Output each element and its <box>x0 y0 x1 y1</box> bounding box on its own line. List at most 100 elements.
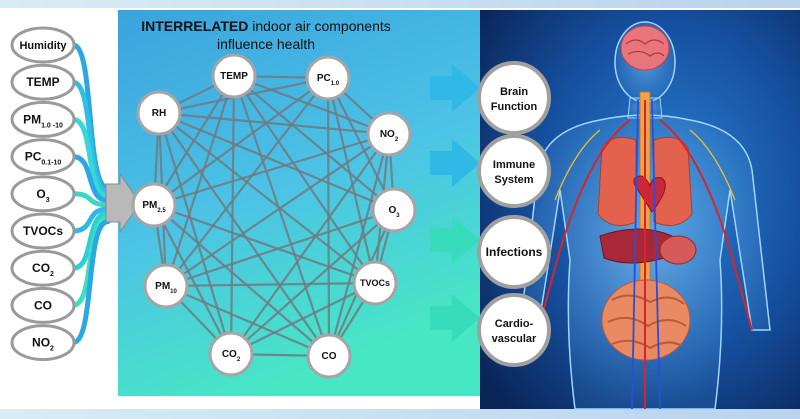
flow-line-co2 <box>70 210 111 271</box>
network-edge <box>327 133 391 357</box>
flow-line-o3 <box>70 191 111 208</box>
network-node-co2: CO2 <box>208 331 254 377</box>
network-node-rh: RH <box>136 90 182 136</box>
network-edge <box>153 77 329 206</box>
network-node-circle <box>305 55 351 101</box>
network-node-pc1-0: PC1.0 <box>305 55 351 101</box>
network-edge <box>153 132 390 207</box>
outcome-arrow <box>430 64 480 112</box>
network-edge <box>233 74 390 136</box>
input-node-no2: NO2 <box>10 324 76 362</box>
flow-line-pc0-1-10 <box>70 154 111 204</box>
network-node-co: CO <box>306 333 352 379</box>
input-node-label: CO2 <box>32 261 54 278</box>
network-node-label: O3 <box>388 205 400 219</box>
network-node-pm10: PM10 <box>143 263 189 309</box>
network-node-label: PC1.0 <box>317 73 340 87</box>
outcome-node-circle <box>477 61 551 135</box>
input-node-label: CO <box>34 298 52 312</box>
network-edge <box>158 112 330 357</box>
input-node-bubble <box>10 249 76 287</box>
outcome-arrows <box>430 64 480 342</box>
network-node-label: TEMP <box>220 71 248 82</box>
input-node-bubble <box>10 324 76 362</box>
network-edge <box>165 284 330 358</box>
network-edge <box>158 111 395 212</box>
input-node-temp: TEMP <box>10 63 76 101</box>
input-node-label: Humidity <box>19 40 67 52</box>
input-node-bubble <box>10 286 76 324</box>
input-node-tvocs: TVOCs <box>10 212 76 250</box>
bottom-strip <box>0 409 800 419</box>
diagram-subtitle: influence health <box>217 36 315 52</box>
network-edges <box>152 74 396 358</box>
top-strip <box>0 0 800 8</box>
input-node-bubble <box>10 100 76 138</box>
outcome-arrow <box>430 139 480 187</box>
network-node-circle <box>366 111 412 157</box>
network-node-label: CO <box>322 351 337 362</box>
outcome-label-line1: Immune <box>493 159 535 171</box>
input-node-label: NO2 <box>32 336 54 353</box>
flow-line-temp <box>70 79 111 195</box>
network-edge <box>165 208 395 288</box>
input-node-label: PM1.0 -10 <box>23 112 63 129</box>
network-edge <box>233 75 395 211</box>
input-node-pc0-1-10: PC0.1-10 <box>10 138 76 176</box>
network-node-circle <box>143 263 189 309</box>
input-node-label: TEMP <box>26 75 59 89</box>
input-node-label: PC0.1-10 <box>25 150 62 167</box>
network-node-circle <box>371 187 417 233</box>
input-node-pm1-0-10: PM1.0 -10 <box>10 100 76 138</box>
network-edge <box>153 204 232 355</box>
network-edge <box>157 112 233 355</box>
flow-line-no2 <box>70 219 111 346</box>
input-node-bubble <box>10 175 76 213</box>
network-node-circle <box>211 53 257 99</box>
outcome-node-infections: Infections <box>477 215 551 289</box>
network-node-o3: O3 <box>371 187 417 233</box>
flow-line-pm1-0-10 <box>70 116 111 199</box>
network-node-no2: NO2 <box>366 111 412 157</box>
outcome-arrow <box>430 294 480 342</box>
network-node-label: TVOCs <box>360 278 390 288</box>
network-panel <box>118 10 480 396</box>
network-node-circle <box>131 182 177 228</box>
network-edge <box>230 133 390 355</box>
input-node-co: CO <box>10 286 76 324</box>
input-node-bubble <box>10 212 76 250</box>
network-node-circle <box>208 331 254 377</box>
diagram-title: INTERRELATED indoor air components <box>141 18 391 34</box>
outcome-label-line2: vascular <box>492 333 537 345</box>
human-body-illustration <box>519 21 771 410</box>
outcome-label-line2: Function <box>491 101 538 113</box>
network-edge <box>229 75 236 355</box>
network-node-pm2-5: PM2.5 <box>131 182 177 228</box>
outcome-label-line2: System <box>494 174 533 186</box>
network-node-label: CO2 <box>222 349 241 363</box>
input-node-bubble <box>10 63 76 101</box>
flow-line-tvocs <box>70 206 111 234</box>
network-edge <box>326 77 377 284</box>
input-node-label: O3 <box>36 187 49 204</box>
outcome-label-line1: Brain <box>500 86 528 98</box>
outcome-nodes: BrainFunctionImmuneSystemInfectionsCardi… <box>477 61 551 367</box>
flow-line-humidity <box>70 42 111 191</box>
network-edge <box>230 209 395 355</box>
outcome-node-circle <box>477 134 551 208</box>
input-node-bubble <box>10 138 76 176</box>
network-edge <box>158 111 390 136</box>
network-edge <box>158 112 376 284</box>
network-node-temp: TEMP <box>211 53 257 99</box>
network-node-circle <box>306 333 352 379</box>
outcome-arrow <box>430 216 480 264</box>
input-node-bubble <box>10 26 76 64</box>
network-edge <box>165 281 376 288</box>
network-edge <box>153 204 330 357</box>
input-node-co2: CO2 <box>10 249 76 287</box>
network-node-tvocs: TVOCs <box>352 260 398 306</box>
